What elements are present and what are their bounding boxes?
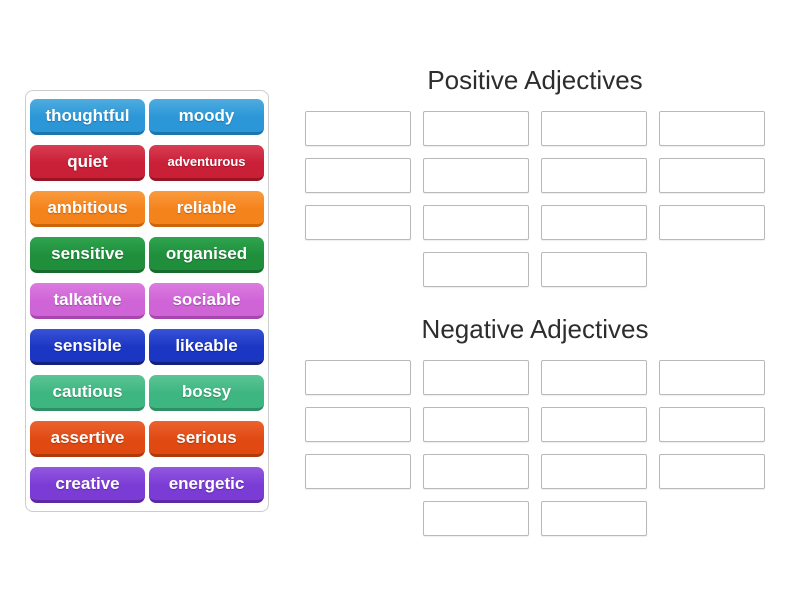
- drop-slot[interactable]: [423, 158, 529, 193]
- drop-slot[interactable]: [423, 454, 529, 489]
- drop-slot[interactable]: [305, 360, 411, 395]
- slot-row: [305, 454, 765, 489]
- drop-slot[interactable]: [541, 252, 647, 287]
- drop-slot[interactable]: [423, 205, 529, 240]
- drop-slot[interactable]: [541, 360, 647, 395]
- drop-slot[interactable]: [659, 454, 765, 489]
- drop-slot[interactable]: [423, 252, 529, 287]
- word-tile-serious[interactable]: serious: [149, 421, 264, 457]
- drop-slot[interactable]: [541, 407, 647, 442]
- word-tile-bossy[interactable]: bossy: [149, 375, 264, 411]
- slot-row: [305, 205, 765, 240]
- word-tile-moody[interactable]: moody: [149, 99, 264, 135]
- word-tile-thoughtful[interactable]: thoughtful: [30, 99, 145, 135]
- drop-slot[interactable]: [659, 205, 765, 240]
- drop-slot[interactable]: [423, 407, 529, 442]
- word-tile-sociable[interactable]: sociable: [149, 283, 264, 319]
- drop-slot[interactable]: [423, 111, 529, 146]
- drop-slot[interactable]: [305, 111, 411, 146]
- drop-slot[interactable]: [423, 360, 529, 395]
- drop-slot[interactable]: [659, 158, 765, 193]
- drop-slot[interactable]: [541, 158, 647, 193]
- word-tile-quiet[interactable]: quiet: [30, 145, 145, 181]
- word-tile-creative[interactable]: creative: [30, 467, 145, 503]
- group-positive: Positive Adjectives: [305, 64, 765, 287]
- word-tile-sensitive[interactable]: sensitive: [30, 237, 145, 273]
- slot-row: [305, 501, 765, 536]
- word-tile-organised[interactable]: organised: [149, 237, 264, 273]
- slot-row: [305, 111, 765, 146]
- slot-row: [305, 158, 765, 193]
- drop-slot[interactable]: [659, 407, 765, 442]
- drop-slot[interactable]: [541, 454, 647, 489]
- slot-row: [305, 360, 765, 395]
- drop-slot[interactable]: [305, 454, 411, 489]
- slot-grid-negative: [305, 360, 765, 536]
- word-tile-assertive[interactable]: assertive: [30, 421, 145, 457]
- slot-grid-positive: [305, 111, 765, 287]
- drop-slot[interactable]: [305, 158, 411, 193]
- word-tile-energetic[interactable]: energetic: [149, 467, 264, 503]
- word-tile-adventurous[interactable]: adventurous: [149, 145, 264, 181]
- group-title-negative: Negative Adjectives: [421, 314, 649, 344]
- drop-slot[interactable]: [659, 111, 765, 146]
- slot-row: [305, 252, 765, 287]
- word-tile-cautious[interactable]: cautious: [30, 375, 145, 411]
- slot-row: [305, 407, 765, 442]
- group-title-positive: Positive Adjectives: [427, 65, 643, 95]
- drop-slot[interactable]: [305, 205, 411, 240]
- drop-slot[interactable]: [305, 407, 411, 442]
- word-tile-talkative[interactable]: talkative: [30, 283, 145, 319]
- group-negative: Negative Adjectives: [305, 313, 765, 536]
- word-tile-likeable[interactable]: likeable: [149, 329, 264, 365]
- word-tile-ambitious[interactable]: ambitious: [30, 191, 145, 227]
- drop-slot[interactable]: [541, 501, 647, 536]
- word-tile-sensible[interactable]: sensible: [30, 329, 145, 365]
- drop-slot[interactable]: [659, 360, 765, 395]
- word-tile-reliable[interactable]: reliable: [149, 191, 264, 227]
- drop-slot[interactable]: [541, 111, 647, 146]
- drop-slot[interactable]: [541, 205, 647, 240]
- drop-slot[interactable]: [423, 501, 529, 536]
